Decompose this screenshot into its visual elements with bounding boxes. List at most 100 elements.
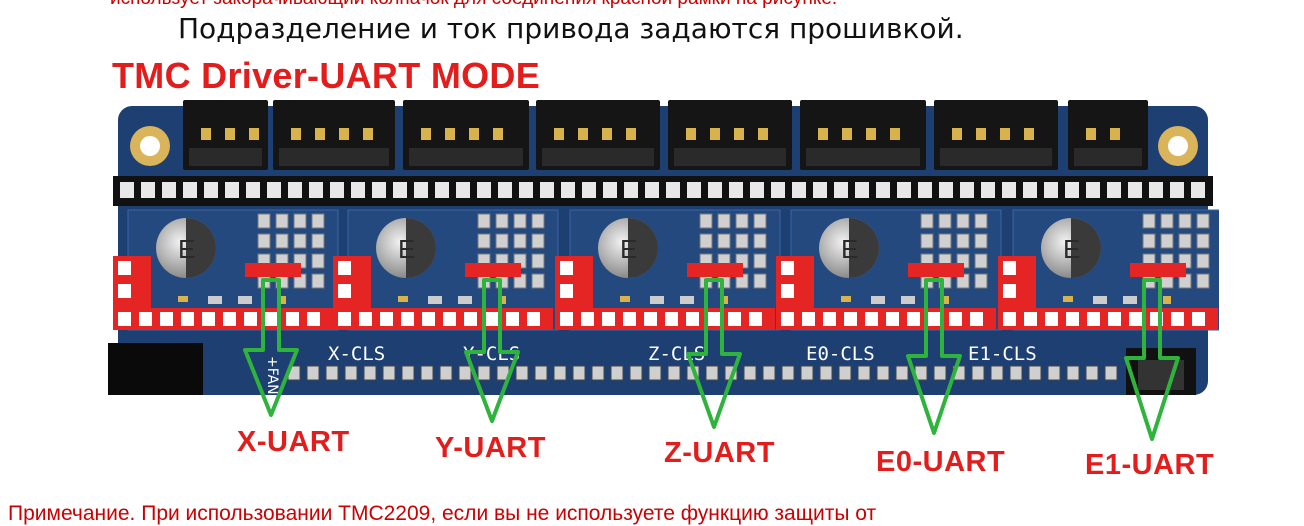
jumper-pin: [1196, 253, 1210, 269]
jumper-pin: [275, 213, 289, 229]
endstop-pin: [401, 365, 415, 381]
silkscreen-label: E0-CLS: [806, 343, 875, 365]
red-header-pin: [560, 312, 573, 326]
jumper-pin: [956, 233, 970, 249]
red-header-pin: [823, 312, 836, 326]
endstop-pin: [344, 365, 358, 381]
connector-pin: [1000, 128, 1010, 140]
endstop-pin: [629, 365, 643, 381]
endstop-pin: [363, 365, 377, 381]
jumper-pin: [531, 273, 545, 289]
red-header-pin: [181, 312, 194, 326]
y-uart-label: Y-UART: [435, 432, 546, 464]
silkscreen-label: X-CLS: [328, 343, 385, 365]
endstop-pin: [857, 365, 871, 381]
header-pin: [834, 182, 848, 198]
endstop-pin: [306, 365, 320, 381]
jumper-pin: [956, 213, 970, 229]
header-pin: [351, 182, 365, 198]
header-pin: [540, 182, 554, 198]
header-pin: [330, 182, 344, 198]
endstop-pin: [724, 365, 738, 381]
jumper-pin: [717, 233, 731, 249]
silkscreen-label: Z-CLS: [648, 343, 705, 365]
connector-pin: [1024, 128, 1034, 140]
red-header-pin: [781, 312, 794, 326]
header-pin: [855, 182, 869, 198]
header-pin: [981, 182, 995, 198]
fan-silkscreen: +FAN: [264, 356, 280, 395]
jumper-pin: [753, 253, 767, 269]
jumper-pin: [938, 233, 952, 249]
endstop-pin: [1009, 365, 1023, 381]
red-header-pin: [139, 312, 152, 326]
red-header-pin: [1003, 312, 1016, 326]
header-pin: [498, 182, 512, 198]
red-header-pin: [581, 312, 594, 326]
connector-pin: [626, 128, 636, 140]
red-header-pin: [886, 312, 899, 326]
endstop-pin: [876, 365, 890, 381]
capacitor-label: E: [841, 234, 858, 264]
header-pin: [204, 182, 218, 198]
header-pin: [309, 182, 323, 198]
header-pin: [183, 182, 197, 198]
header-pin: [477, 182, 491, 198]
uart-jumper-highlight: [908, 263, 964, 277]
jumper-pin: [477, 233, 491, 249]
red-header-pin: [422, 312, 435, 326]
connector-pin: [734, 128, 744, 140]
header-pin: [1170, 182, 1184, 198]
endstop-pin: [1047, 365, 1061, 381]
endstop-pin: [667, 365, 681, 381]
endstop-pin: [971, 365, 985, 381]
black-edge: [108, 343, 203, 395]
header-pin: [729, 182, 743, 198]
red-header-pin: [506, 312, 519, 326]
connector-pin: [554, 128, 564, 140]
red-header-pin: [265, 312, 278, 326]
jumper-pin: [1196, 213, 1210, 229]
endstop-pin: [572, 365, 586, 381]
connector-pin: [890, 128, 900, 140]
connector-pin: [421, 128, 431, 140]
capacitor-label: E: [1063, 234, 1080, 264]
jumper-pin: [495, 233, 509, 249]
header-pin: [267, 182, 281, 198]
connector-pin: [363, 128, 373, 140]
red-header-pin: [928, 312, 941, 326]
jumper-pin: [735, 233, 749, 249]
connector-pin: [225, 128, 235, 140]
uart-jumper-highlight: [245, 263, 301, 277]
red-header-pin: [949, 312, 962, 326]
endstop-pin: [515, 365, 529, 381]
header-pin: [708, 182, 722, 198]
connector-pin: [976, 128, 986, 140]
endstop-pin: [648, 365, 662, 381]
red-header-pin: [844, 312, 857, 326]
header-pin: [141, 182, 155, 198]
header-pin: [813, 182, 827, 198]
endstop-pin: [1104, 365, 1118, 381]
header-pin: [666, 182, 680, 198]
e1-uart-label: E1-UART: [1085, 449, 1215, 481]
header-pin: [1002, 182, 1016, 198]
subtitle-text: Подразделение и ток привода задаются про…: [178, 12, 964, 45]
jumper-pin: [699, 233, 713, 249]
header-pin: [225, 182, 239, 198]
header-pin: [792, 182, 806, 198]
red-header-pin: [1129, 312, 1142, 326]
red-header-pin: [602, 312, 615, 326]
jumper-pin: [275, 233, 289, 249]
header-pin: [1023, 182, 1037, 198]
connector-pin: [758, 128, 768, 140]
connector-pin: [469, 128, 479, 140]
uart-jumper-highlight: [687, 263, 743, 277]
endstop-pin: [914, 365, 928, 381]
red-header-pin: [307, 312, 320, 326]
connector-pin: [952, 128, 962, 140]
endstop-pin: [990, 365, 1004, 381]
red-header-pin: [286, 312, 299, 326]
endstop-pin: [743, 365, 757, 381]
